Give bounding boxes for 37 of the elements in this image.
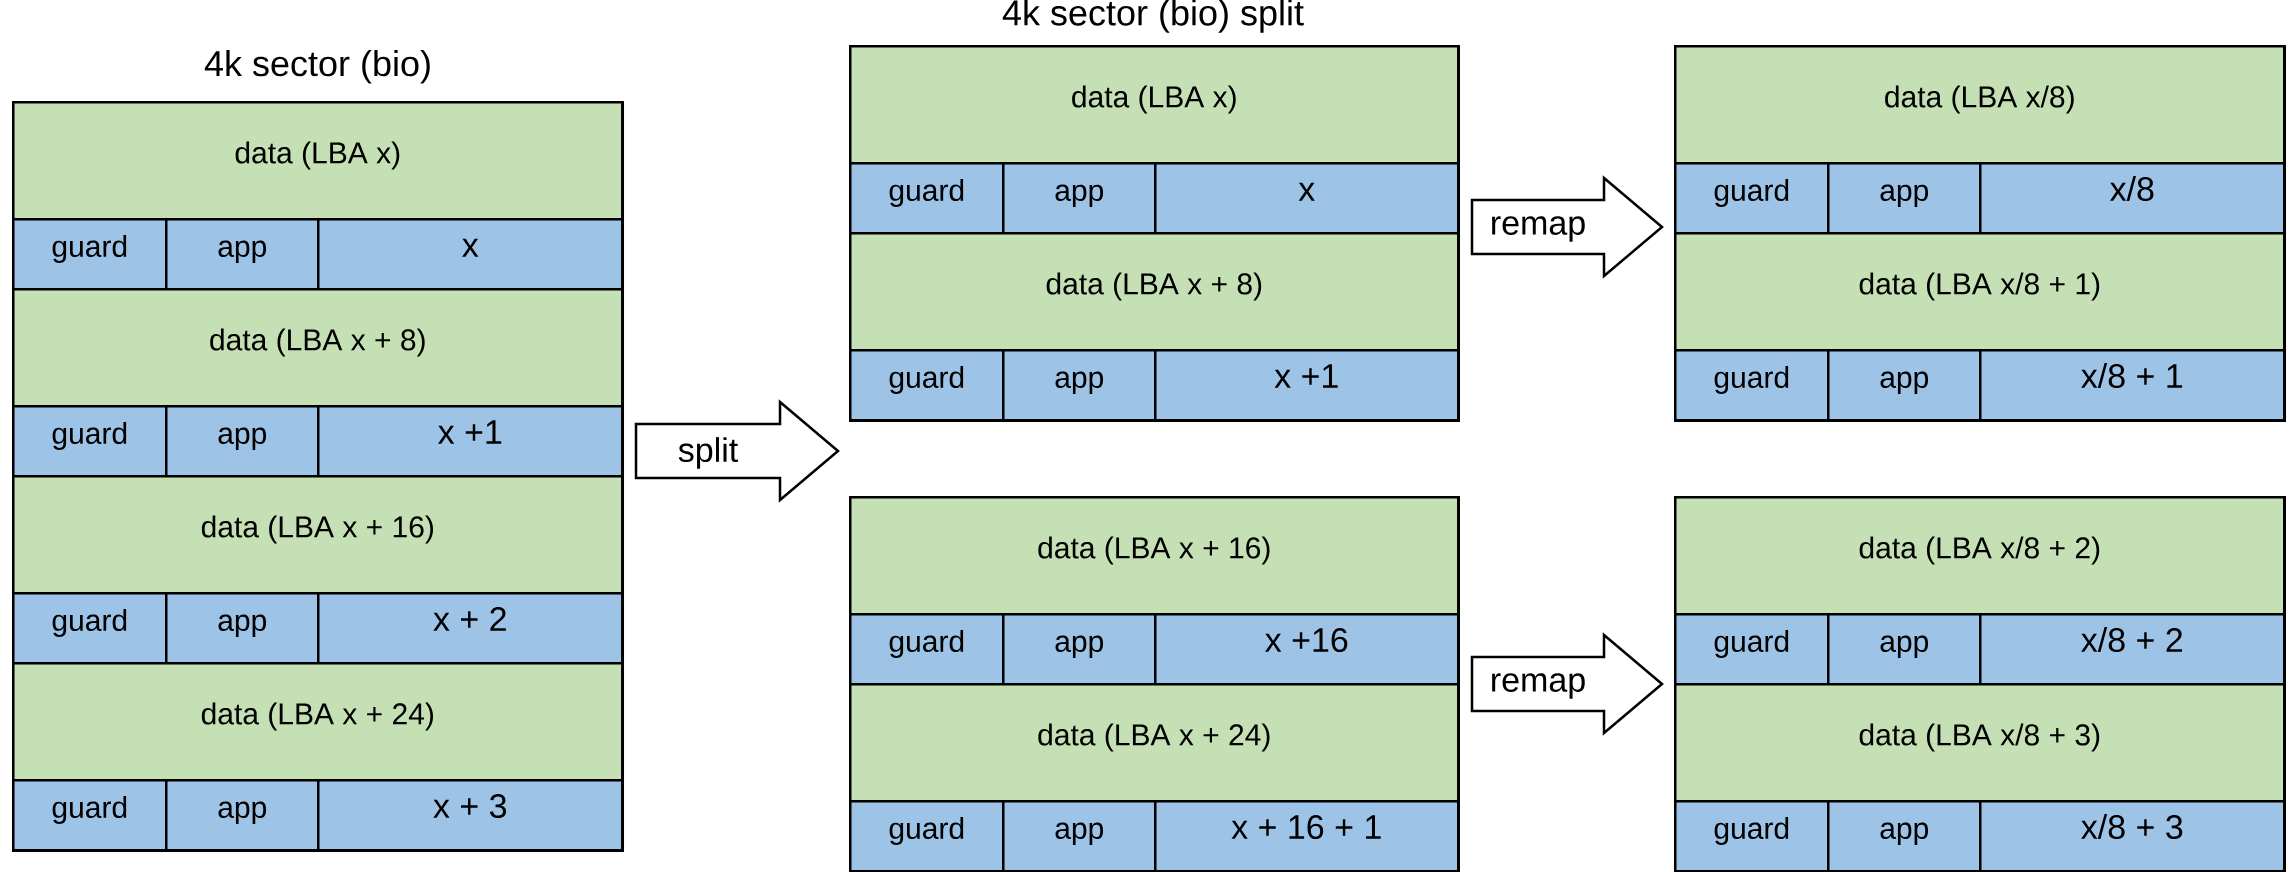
field-cell: x +1	[317, 405, 624, 478]
field-cell: guard	[1674, 613, 1830, 686]
data-row: data (LBA x/8 + 2)	[1674, 496, 2286, 616]
block-arrow	[1470, 175, 1664, 279]
field-cell: guard	[849, 613, 1005, 686]
arrow-label: split	[678, 437, 738, 469]
field-cell: app	[165, 592, 320, 665]
field-cell: x/8 + 2	[1979, 613, 2286, 686]
field-cell: x +16	[1154, 613, 1460, 686]
field-cell: guard	[12, 779, 168, 852]
data-row: data (LBA x/8 + 3)	[1674, 683, 2286, 803]
data-row: data (LBA x + 16)	[12, 475, 624, 595]
field-cell: x + 2	[317, 592, 624, 665]
data-row: data (LBA x + 24)	[12, 662, 624, 782]
field-cell: guard	[12, 592, 168, 665]
block-arrow	[1470, 632, 1664, 736]
field-cell: x + 3	[317, 779, 624, 852]
arrow-label: remap	[1492, 673, 1585, 699]
arrow-label: remap	[1492, 216, 1585, 242]
field-cell: app	[1827, 613, 1982, 686]
data-row: data (LBA x)	[12, 101, 624, 221]
field-cell: x	[317, 218, 624, 291]
node-label: 4k sector (bio)	[204, 49, 430, 84]
field-cell: app	[1002, 800, 1157, 872]
field-cell: guard	[1674, 800, 1830, 872]
field-cell: app	[165, 405, 320, 478]
field-cell: app	[1002, 613, 1157, 686]
block-arrow	[634, 399, 840, 503]
data-row: data (LBA x + 8)	[12, 288, 624, 408]
field-cell: guard	[849, 800, 1005, 872]
data-row: data (LBA x + 24)	[849, 683, 1460, 803]
data-row: data (LBA x + 16)	[849, 496, 1460, 616]
field-cell: app	[1827, 800, 1982, 872]
field-cell: guard	[12, 218, 168, 291]
field-cell: guard	[12, 405, 168, 478]
field-cell: app	[165, 218, 320, 291]
field-cell: app	[165, 779, 320, 852]
